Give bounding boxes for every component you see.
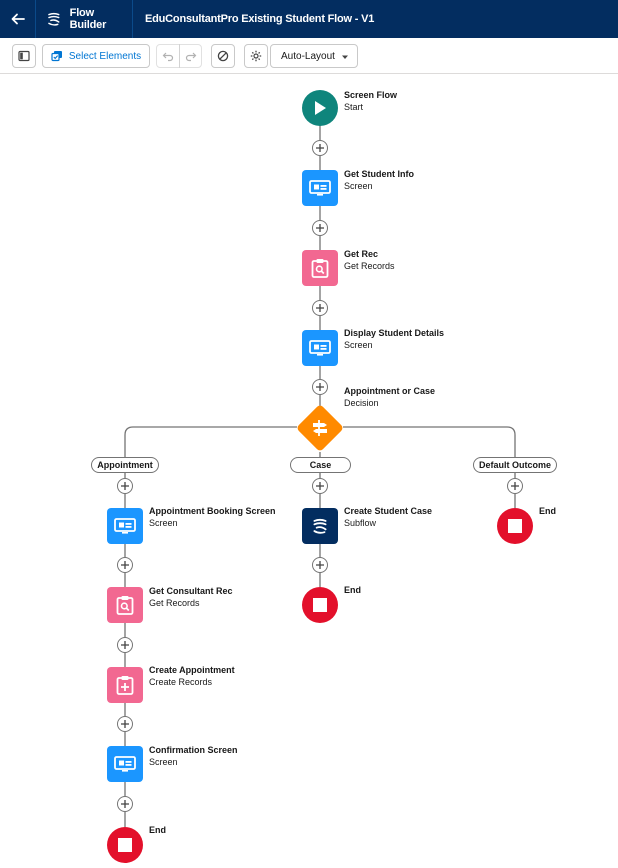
plus-icon (316, 224, 324, 232)
screen-icon (309, 180, 331, 196)
screen-icon (114, 756, 136, 772)
screen-icon (309, 340, 331, 356)
settings-button[interactable] (244, 44, 268, 68)
redo-button[interactable] (179, 44, 202, 68)
layout-dropdown-label: Auto-Layout (281, 50, 335, 62)
plus-icon (316, 304, 324, 312)
get-records-icon (116, 596, 134, 615)
layout-dropdown[interactable]: Auto-Layout (270, 44, 358, 68)
create-student-case-node[interactable] (302, 508, 338, 544)
get-consultant-rec-label: Get Consultant Rec Get Records (149, 586, 233, 608)
get-consultant-rec-node[interactable] (107, 587, 143, 623)
plus-icon (121, 561, 129, 569)
add-element-button[interactable] (312, 379, 328, 395)
end-label: End (539, 506, 556, 516)
plus-icon (316, 144, 324, 152)
add-element-button[interactable] (312, 557, 328, 573)
get-student-info-node[interactable] (302, 170, 338, 206)
add-element-button[interactable] (507, 478, 523, 494)
subflow-icon (313, 518, 327, 534)
decision-node[interactable] (295, 403, 345, 453)
plus-icon (121, 482, 129, 490)
outcome-appointment[interactable]: Appointment (91, 457, 159, 473)
app-header: Flow Builder EduConsultantPro Existing S… (0, 0, 618, 38)
appointment-booking-screen-label: Appointment Booking Screen Screen (149, 506, 276, 528)
gear-icon (250, 50, 262, 62)
end-node[interactable] (497, 508, 533, 544)
plus-icon (316, 482, 324, 490)
appointment-booking-screen-node[interactable] (107, 508, 143, 544)
add-element-button[interactable] (117, 637, 133, 653)
toggle-panel-button[interactable] (12, 44, 36, 68)
undo-button[interactable] (156, 44, 180, 68)
plus-icon (511, 482, 519, 490)
create-records-icon (116, 676, 134, 695)
flow-title: EduConsultantPro Existing Student Flow -… (145, 13, 375, 25)
display-student-details-label: Display Student Details Screen (344, 328, 445, 350)
stop-icon (118, 838, 132, 852)
end-node[interactable] (107, 827, 143, 863)
stop-icon (508, 519, 522, 533)
end-label: End (344, 585, 361, 595)
add-element-button[interactable] (312, 220, 328, 236)
back-button[interactable] (0, 0, 36, 38)
plus-icon (121, 641, 129, 649)
plus-icon (121, 720, 129, 728)
start-node-label: Screen Flow Start (344, 90, 398, 112)
chevron-down-icon (342, 55, 348, 59)
create-appointment-node[interactable] (107, 667, 143, 703)
plus-icon (316, 383, 324, 391)
screen-icon (114, 518, 136, 534)
select-elements-button[interactable]: Select Elements (42, 44, 150, 68)
display-student-details-node[interactable] (302, 330, 338, 366)
flow-builder-logo-icon (48, 12, 60, 26)
get-student-info-label: Get Student Info Screen (344, 169, 414, 191)
add-element-button[interactable] (312, 300, 328, 316)
back-arrow-icon (11, 13, 25, 25)
block-icon (217, 50, 229, 62)
add-element-button[interactable] (117, 557, 133, 573)
select-elements-label: Select Elements (68, 50, 142, 62)
confirmation-screen-label: Confirmation Screen Screen (149, 745, 238, 767)
confirmation-screen-node[interactable] (107, 746, 143, 782)
outcome-case[interactable]: Case (290, 457, 351, 473)
undo-icon (162, 52, 174, 62)
cancel-debug-button[interactable] (211, 44, 235, 68)
create-student-case-label: Create Student Case Subflow (344, 506, 433, 528)
add-element-button[interactable] (117, 478, 133, 494)
get-rec-node[interactable] (302, 250, 338, 286)
redo-icon (185, 52, 196, 62)
add-element-button[interactable] (117, 716, 133, 732)
decision-label: Appointment or Case Decision (344, 386, 436, 408)
play-icon (315, 101, 326, 115)
toolbar: Select Elements Auto-Layout (0, 38, 618, 74)
add-element-button[interactable] (312, 140, 328, 156)
get-records-icon (311, 259, 329, 278)
get-rec-label: Get Rec Get Records (344, 249, 395, 271)
decision-icon (313, 420, 327, 436)
end-node[interactable] (302, 587, 338, 623)
app-name-block: Flow Builder (36, 0, 133, 38)
stop-icon (313, 598, 327, 612)
start-node[interactable] (302, 90, 338, 126)
add-element-button[interactable] (117, 796, 133, 812)
flow-canvas[interactable]: Screen Flow Start Get Student Info Scree… (0, 75, 618, 868)
create-appointment-label: Create Appointment Create Records (149, 665, 235, 687)
plus-icon (316, 561, 324, 569)
add-element-button[interactable] (312, 478, 328, 494)
select-elements-icon (51, 51, 62, 62)
end-label: End (149, 825, 166, 835)
plus-icon (121, 800, 129, 808)
panel-icon (18, 50, 30, 62)
outcome-default[interactable]: Default Outcome (473, 457, 557, 473)
app-name: Flow Builder (69, 7, 107, 31)
